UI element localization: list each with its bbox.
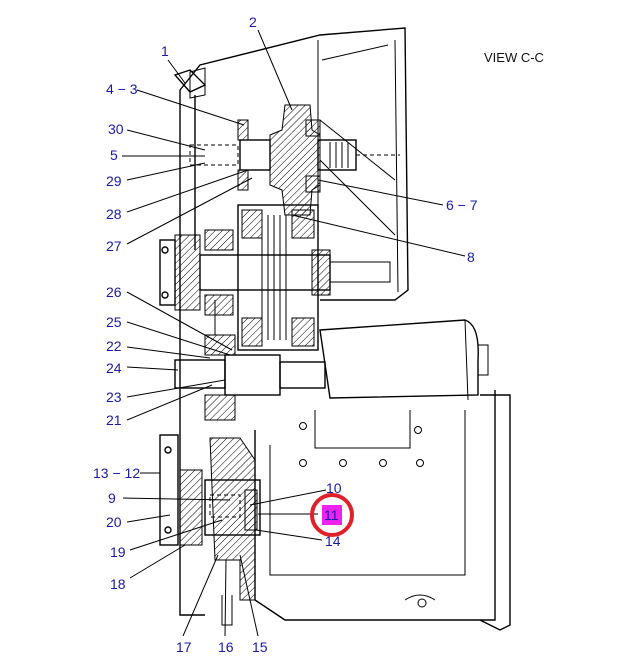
callout-29[interactable]: 29 bbox=[106, 173, 122, 189]
callout-20[interactable]: 20 bbox=[106, 514, 122, 530]
callout-18[interactable]: 18 bbox=[110, 576, 126, 592]
callout-25[interactable]: 25 bbox=[106, 314, 122, 330]
view-title: VIEW C-C bbox=[484, 50, 544, 65]
highlighted-callout-11[interactable]: 11 bbox=[310, 493, 354, 537]
callout-6-7[interactable]: 6 − 7 bbox=[446, 197, 478, 213]
lower-shaft bbox=[174, 300, 326, 421]
highlight-box bbox=[322, 505, 342, 525]
callout-26[interactable]: 26 bbox=[106, 284, 122, 300]
callout-21[interactable]: 21 bbox=[106, 412, 122, 428]
leader-lines bbox=[122, 29, 466, 637]
callout-30[interactable]: 30 bbox=[108, 121, 124, 137]
callout-14[interactable]: 14 bbox=[325, 533, 341, 549]
callout-4-3[interactable]: 4 − 3 bbox=[106, 81, 138, 97]
bottom-gear-assembly bbox=[159, 434, 261, 626]
callout-13-12[interactable]: 13 − 12 bbox=[93, 465, 140, 481]
callout-1[interactable]: 1 bbox=[161, 43, 169, 59]
callout-10[interactable]: 10 bbox=[326, 480, 342, 496]
callout-23[interactable]: 23 bbox=[106, 389, 122, 405]
callout-15[interactable]: 15 bbox=[252, 639, 268, 655]
callout-8[interactable]: 8 bbox=[467, 249, 475, 265]
callout-28[interactable]: 28 bbox=[106, 206, 122, 222]
callout-19[interactable]: 19 bbox=[110, 544, 126, 560]
callout-16[interactable]: 16 bbox=[218, 639, 234, 655]
callouts: 1 2 4 − 3 30 5 29 28 27 6 − 7 8 26 25 22… bbox=[93, 14, 478, 655]
callout-17[interactable]: 17 bbox=[176, 639, 192, 655]
callout-22[interactable]: 22 bbox=[106, 338, 122, 354]
callout-24[interactable]: 24 bbox=[106, 360, 122, 376]
callout-9[interactable]: 9 bbox=[108, 490, 116, 506]
clutch-pack bbox=[159, 204, 391, 351]
callout-27[interactable]: 27 bbox=[106, 238, 122, 254]
highlight-ring bbox=[310, 493, 354, 537]
callout-5[interactable]: 5 bbox=[110, 147, 118, 163]
upper-gear-assembly bbox=[189, 104, 400, 216]
callout-2[interactable]: 2 bbox=[249, 14, 257, 30]
callout-11[interactable]: 11 bbox=[324, 507, 339, 523]
bolt-holes bbox=[299, 422, 427, 608]
